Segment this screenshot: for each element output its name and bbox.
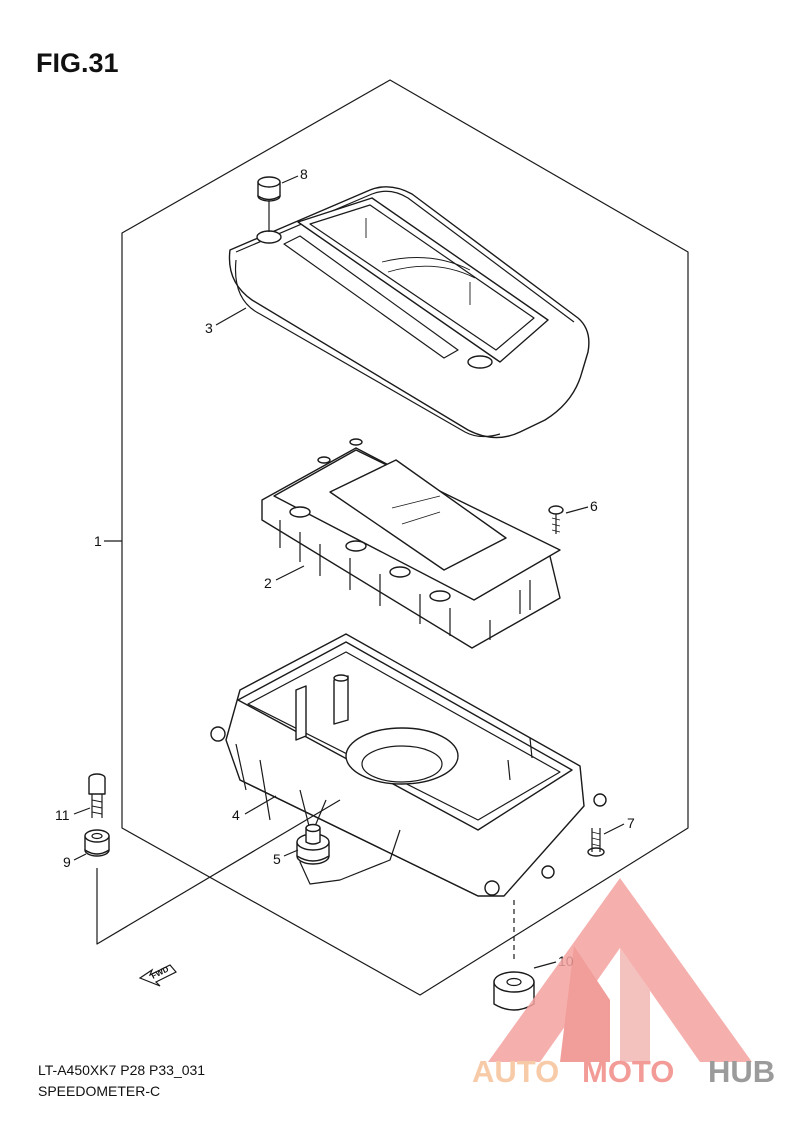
part-10-cushion	[493, 971, 535, 1011]
callout-9: 9	[63, 854, 71, 870]
callout-5: 5	[273, 851, 281, 867]
figure-title: FIG.31	[36, 48, 119, 78]
callout-8: 8	[300, 166, 308, 182]
part-9-collar	[84, 829, 110, 857]
callout-7: 7	[627, 815, 635, 831]
part-7-tapping-screw	[587, 828, 605, 857]
callout-4: 4	[232, 807, 240, 823]
leader-lines	[73, 175, 625, 969]
callout-6: 6	[590, 498, 598, 514]
callout-3: 3	[205, 320, 213, 336]
figure-name: SPEEDOMETER-C	[38, 1083, 161, 1099]
part-6-screw	[548, 505, 564, 534]
watermark-logo: AUTO MOTO HUB	[472, 878, 775, 1089]
callout-1: 1	[94, 533, 102, 549]
figure-code: LT-A450XK7 P28 P33_031	[38, 1062, 206, 1078]
fwd-arrow-icon: FWD	[138, 964, 177, 987]
callout-2: 2	[264, 575, 272, 591]
alignment-lines	[96, 799, 515, 962]
assembly-boundary	[121, 79, 689, 996]
callout-11: 11	[55, 807, 70, 823]
watermark-text-moto: MOTO	[582, 1054, 674, 1089]
part-11-bolt	[88, 773, 106, 818]
part-2-meter-unit	[261, 438, 561, 649]
watermark-text-hub: HUB	[708, 1054, 775, 1089]
part-4-case	[210, 633, 607, 897]
part-5-grommet	[296, 823, 330, 865]
part-8-screw	[257, 176, 281, 232]
watermark-text-auto: AUTO	[472, 1054, 559, 1089]
part-3-cover	[228, 186, 590, 439]
